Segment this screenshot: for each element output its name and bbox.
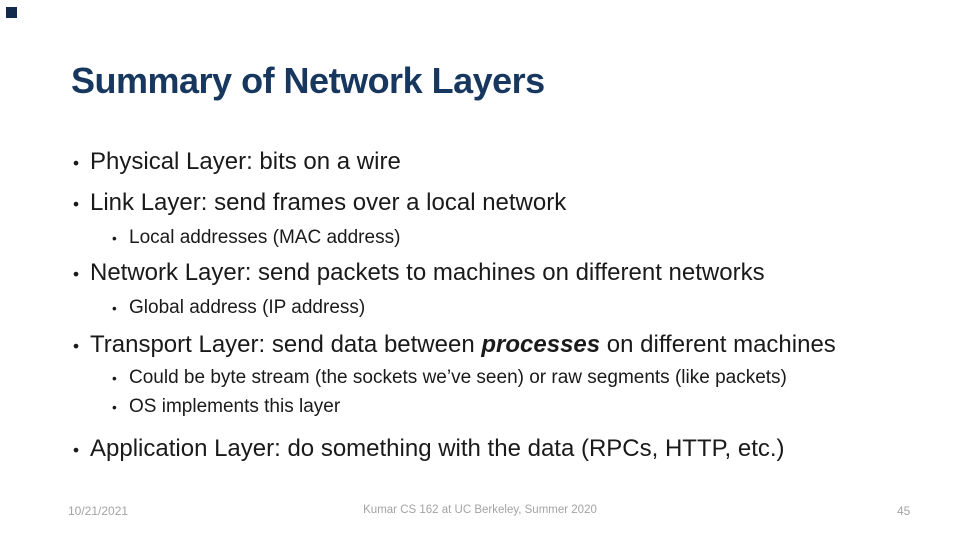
bullet-icon: • (73, 153, 80, 173)
sub-bullet-item-os-implements: • OS implements this layer (112, 396, 340, 418)
bullet-text-emphasis: processes (481, 331, 601, 358)
slide-title: Summary of Network Layers (71, 60, 545, 101)
bullet-icon: • (73, 336, 80, 356)
bullet-text: Transport Layer: send data between proce… (90, 331, 836, 359)
bullet-icon: • (73, 440, 80, 460)
sub-bullet-text: Global address (IP address) (129, 297, 366, 318)
bullet-item-transport-layer: • Transport Layer: send data between pro… (73, 331, 836, 359)
bullet-icon: • (112, 371, 117, 386)
bullet-item-network-layer: • Network Layer: send packets to machine… (73, 259, 765, 287)
bullet-icon: • (112, 301, 117, 316)
bullet-icon: • (112, 400, 117, 415)
sub-bullet-text: Local addresses (MAC address) (129, 227, 401, 248)
bullet-text: Network Layer: send packets to machines … (90, 259, 765, 286)
sub-bullet-item-global-address: • Global address (IP address) (112, 297, 365, 319)
footer-date: 10/21/2021 (68, 504, 129, 518)
bullet-text: Link Layer: send frames over a local net… (90, 189, 567, 216)
bullet-icon: • (73, 264, 80, 284)
bullet-text-after: on different machines (600, 331, 836, 358)
sub-bullet-text: Could be byte stream (the sockets we’ve … (129, 367, 787, 388)
bullet-icon: • (112, 231, 117, 246)
bullet-item-physical-layer: • Physical Layer: bits on a wire (73, 148, 401, 176)
bullet-text: Physical Layer: bits on a wire (90, 148, 401, 175)
footer-page-number: 45 (897, 504, 911, 518)
bullet-item-link-layer: • Link Layer: send frames over a local n… (73, 189, 566, 217)
bullet-item-application-layer: • Application Layer: do something with t… (73, 435, 785, 463)
bullet-text: Application Layer: do something with the… (90, 435, 785, 462)
bullet-text-before: Transport Layer: send data between (90, 331, 482, 358)
footer-credit: Kumar CS 162 at UC Berkeley, Summer 2020 (363, 504, 597, 516)
bullet-icon: • (73, 194, 80, 214)
corner-accent-square (6, 7, 17, 18)
sub-bullet-item-byte-stream: • Could be byte stream (the sockets we’v… (112, 367, 787, 389)
sub-bullet-text: OS implements this layer (129, 396, 341, 417)
sub-bullet-item-local-addresses: • Local addresses (MAC address) (112, 227, 400, 249)
